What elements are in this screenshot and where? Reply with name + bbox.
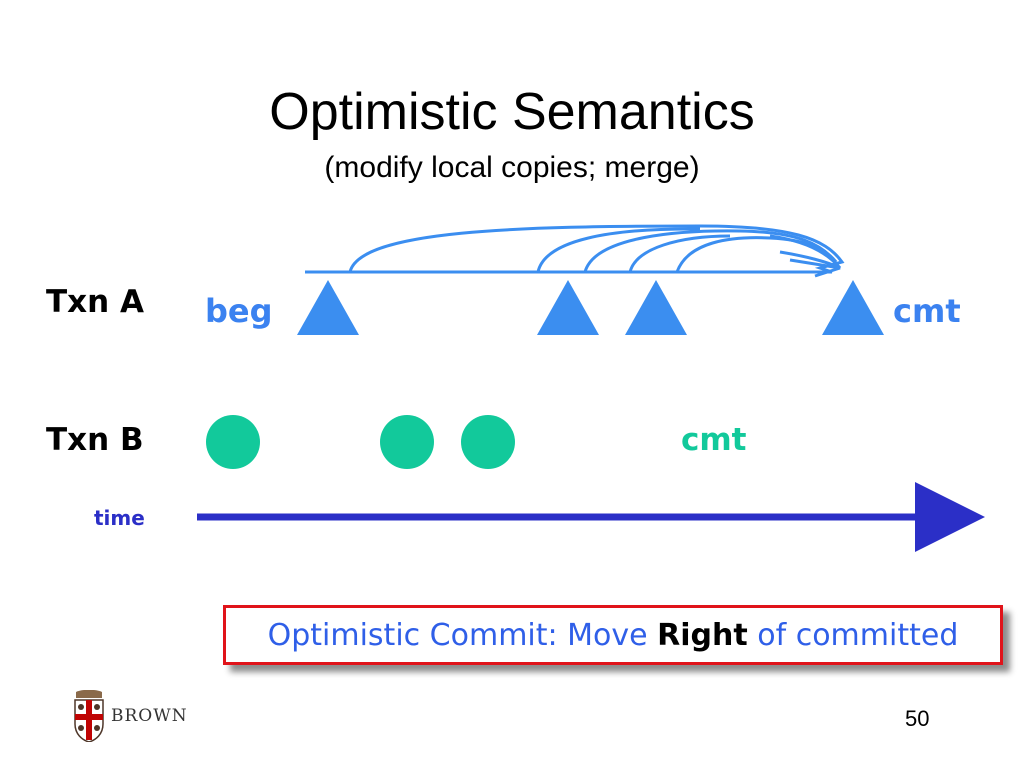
txn-b-operations [206, 415, 515, 469]
txn-a-begin-label: beg [205, 292, 273, 330]
merge-arrow-3 [630, 236, 838, 274]
txn-b-label: Txn B [46, 422, 144, 458]
txn-a-commit-triangle [822, 280, 884, 335]
brown-shield-icon [74, 690, 104, 742]
merge-arrow-2b [536, 227, 701, 273]
txn-b-commit-label: cmt [681, 422, 747, 458]
txn-a-op-triangle-2 [625, 280, 687, 335]
callout-text-after: of committed [747, 617, 959, 653]
txn-a-op-triangle-1 [537, 280, 599, 335]
txn-b-op-circle-1 [206, 415, 260, 469]
txn-a-begin-triangle [297, 280, 359, 335]
brown-logo: BROWN [72, 690, 188, 742]
time-label: time [94, 506, 145, 530]
merge-arrow-head-a [769, 234, 842, 269]
callout-text-before: Optimistic Commit: Move [267, 617, 658, 653]
slide-subtitle: (modify local copies; merge) [324, 151, 700, 184]
callout-text-bold: Right [657, 617, 748, 653]
brown-logo-text: BROWN [111, 706, 188, 726]
merge-arrow-3b [628, 234, 731, 273]
page-number: 50 [905, 706, 930, 731]
merge-arrow-head-c [779, 250, 841, 270]
txn-a-operations [297, 280, 884, 335]
txn-a-label: Txn A [46, 284, 144, 320]
txn-b-op-circle-2 [380, 415, 434, 469]
callout-box: Optimistic Commit: Move Right of committ… [223, 605, 1003, 665]
txn-b-op-circle-3 [461, 415, 515, 469]
slide-title: Optimistic Semantics [269, 83, 755, 141]
txn-a-commit-label: cmt [893, 292, 961, 330]
merge-arrows [305, 224, 845, 278]
